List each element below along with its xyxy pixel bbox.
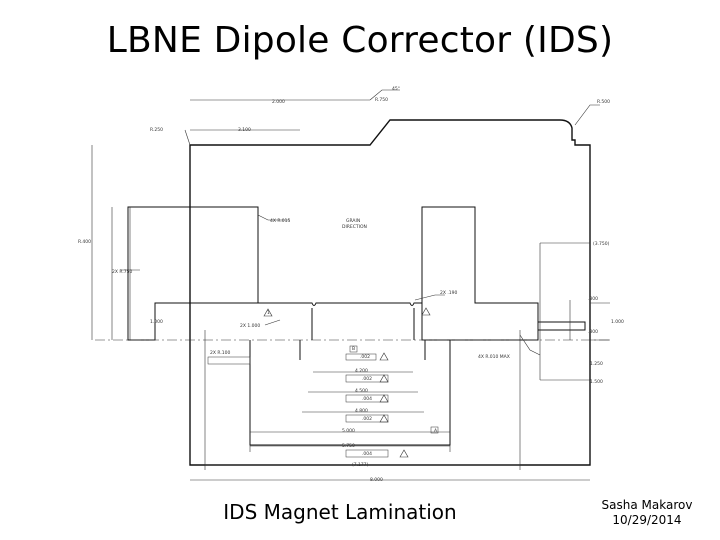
dim-label: 4.500	[355, 388, 368, 394]
dim-label: 3.100	[238, 127, 251, 133]
dimension-lines	[91, 89, 610, 481]
pole-lower	[311, 308, 415, 340]
author-block: Sasha Makarov 10/29/2014	[592, 498, 702, 528]
dim-label: R.250	[150, 127, 163, 133]
note-triangles	[263, 307, 431, 458]
dim-label: 2X 1.000	[240, 323, 260, 329]
dim-label: 2X .190	[440, 290, 458, 296]
dim-label: .002	[362, 376, 372, 382]
dim-label: B	[352, 346, 355, 352]
dim-label: 4X R.010 MAX	[478, 354, 510, 360]
dim-label: 2X R.100	[210, 350, 230, 356]
tolerance-frames	[207, 345, 439, 458]
dim-label: 2.000	[272, 99, 285, 105]
author-date: 10/29/2014	[612, 513, 682, 527]
right-notch	[538, 321, 586, 331]
slide-title: LBNE Dipole Corrector (IDS)	[106, 20, 614, 61]
author-name: Sasha Makarov	[601, 498, 693, 512]
dim-label: R.400	[78, 239, 91, 245]
dim-label: R.500	[597, 99, 610, 105]
dim-label: 8.000	[370, 477, 383, 483]
dim-label: GRAIN	[346, 218, 360, 224]
dim-label: .800	[588, 296, 598, 302]
dim-label: .004	[362, 396, 372, 402]
dim-label: 1.500	[590, 379, 603, 385]
dim-label: (7.177)	[352, 462, 369, 468]
dim-label: .004	[362, 451, 372, 457]
dim-label: 1.000	[611, 319, 624, 325]
dimension-labels: 2.000 R.250 3.100 R.750 45° R.500 4X R.0…	[78, 86, 624, 483]
lower-cavity	[249, 340, 451, 446]
dim-label: .002	[362, 416, 372, 422]
dim-label: 1.250	[590, 361, 603, 367]
dim-label: 4.200	[355, 368, 368, 374]
dim-label: DIRECTION	[342, 224, 367, 230]
pole-lower-2	[299, 340, 426, 360]
dim-label: (3.750)	[593, 241, 610, 247]
lamination-outline	[189, 119, 591, 466]
dim-label: A	[434, 428, 438, 434]
left-window	[127, 206, 259, 341]
inner-geometry	[127, 206, 586, 446]
lamination-profile	[189, 119, 591, 466]
dim-label: R.750	[375, 97, 388, 103]
dim-label: 4X R.015	[270, 218, 290, 224]
dim-label: 5.000	[342, 428, 355, 434]
pole-gap	[258, 302, 422, 306]
dim-label: 5.750	[342, 443, 355, 449]
dim-label: 1.000	[150, 319, 163, 325]
dim-label: 45°	[392, 86, 400, 92]
dim-label: 2X R.750	[112, 269, 132, 275]
right-window	[421, 206, 539, 341]
dim-label: .800	[588, 329, 598, 335]
dim-label: .002	[360, 354, 370, 360]
dim-label: 1	[267, 310, 270, 316]
dim-label: 4.800	[355, 408, 368, 414]
slide-caption: IDS Magnet Lamination	[223, 500, 457, 524]
